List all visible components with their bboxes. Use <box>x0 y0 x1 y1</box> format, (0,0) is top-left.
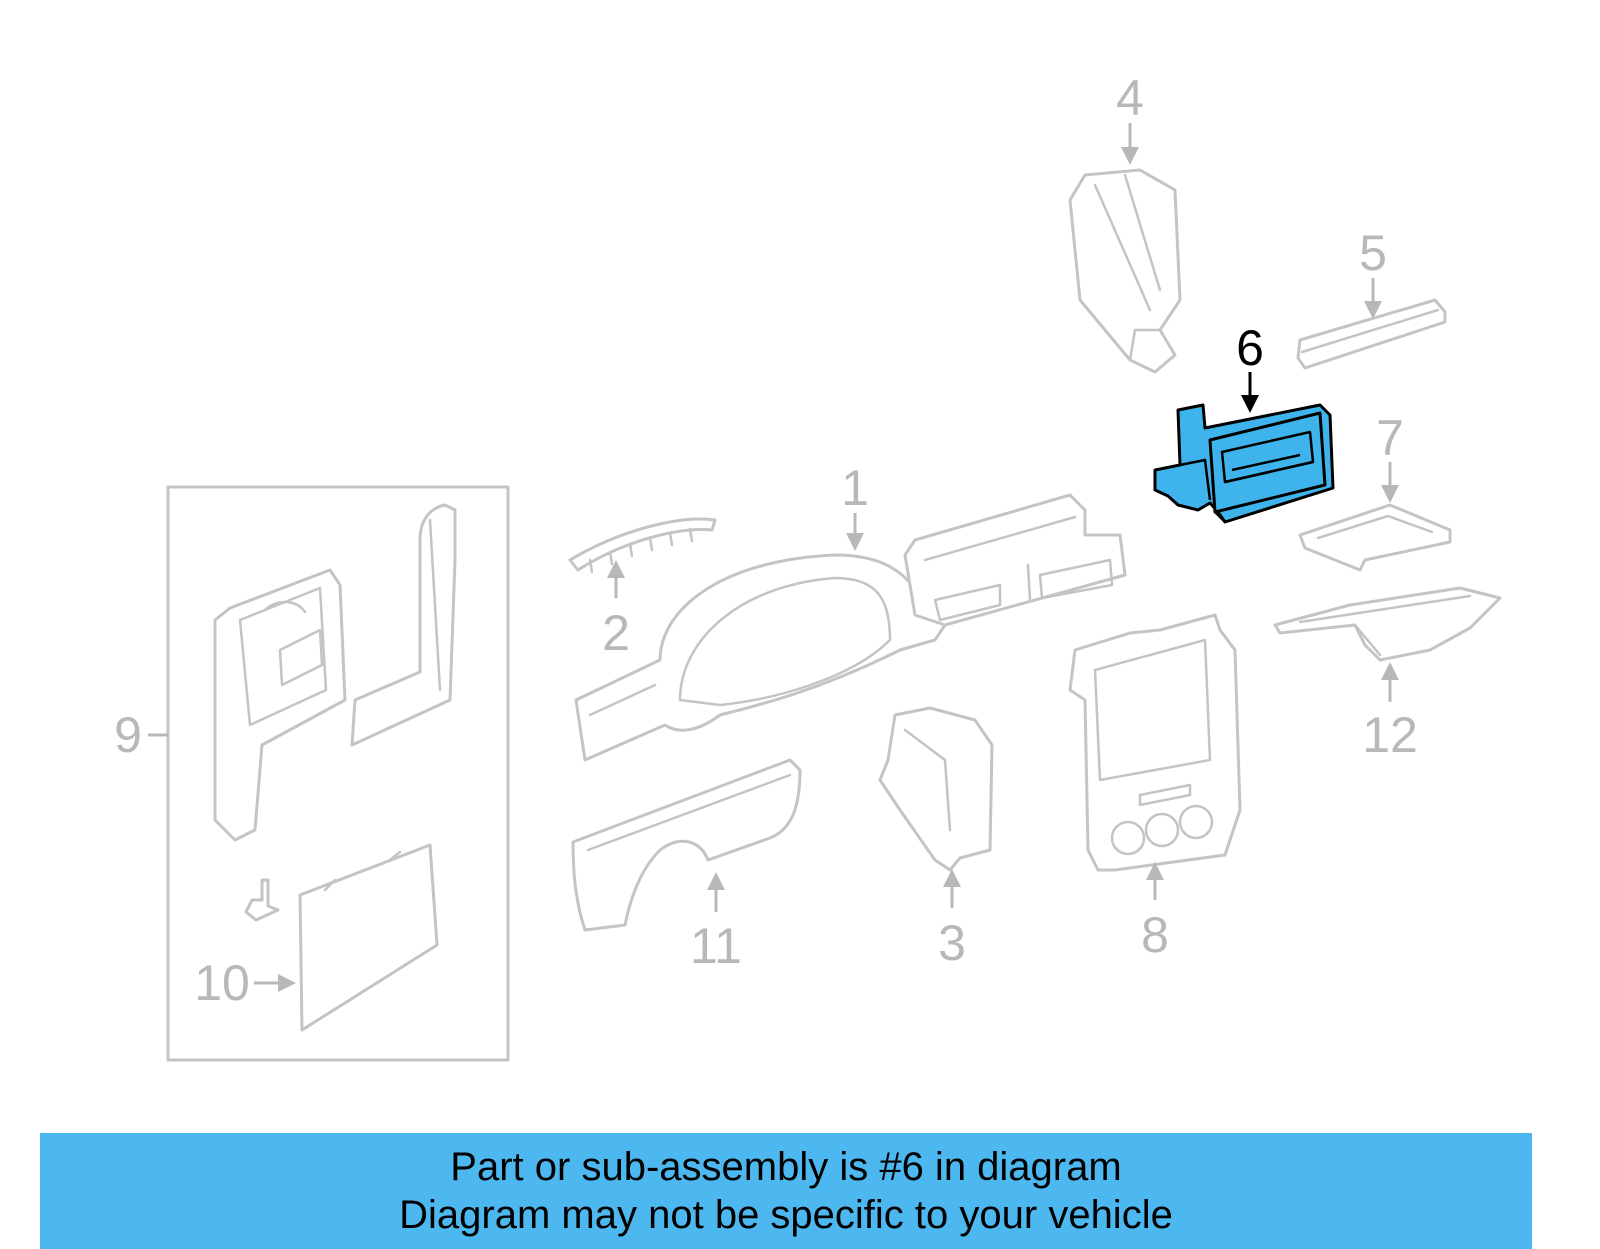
callout-3: 3 <box>938 915 966 971</box>
callout-numbers: 1 2 3 4 5 6 7 8 9 10 11 12 <box>114 70 1418 1011</box>
part-9-lower-panel-box <box>166 485 510 1062</box>
part-3-side-bracket <box>878 706 994 872</box>
callout-leaders <box>148 123 1399 992</box>
part-5-trim-piece <box>1296 298 1447 370</box>
callout-8: 8 <box>1141 907 1169 963</box>
callout-2: 2 <box>602 605 630 661</box>
callout-9: 9 <box>114 707 142 763</box>
part-8-center-bezel <box>1068 613 1242 872</box>
callout-6: 6 <box>1236 320 1264 376</box>
part-12-lower-cover <box>1273 586 1502 662</box>
callout-5: 5 <box>1359 225 1387 281</box>
banner-line-2: Diagram may not be specific to your vehi… <box>399 1193 1173 1237</box>
part-11-knee-bolster <box>571 758 802 932</box>
callout-7: 7 <box>1376 410 1404 466</box>
callout-10: 10 <box>194 955 250 1011</box>
part-7-tray <box>1298 503 1452 572</box>
part-4-bracket <box>1068 168 1182 374</box>
callout-1: 1 <box>841 460 869 516</box>
banner-line-1: Part or sub-assembly is #6 in diagram <box>450 1145 1122 1189</box>
part-1-instrument-bezel <box>574 493 1127 762</box>
part-2-trim-strip <box>568 517 717 574</box>
part-6-storage-pocket <box>1153 403 1335 524</box>
info-banner: Part or sub-assembly is #6 in diagram Di… <box>40 1133 1532 1249</box>
callout-12: 12 <box>1362 707 1418 763</box>
callout-11: 11 <box>690 918 742 974</box>
callout-4: 4 <box>1116 70 1144 126</box>
parts-diagram: 1 2 3 4 5 6 7 8 9 10 11 12 <box>114 70 1502 1062</box>
